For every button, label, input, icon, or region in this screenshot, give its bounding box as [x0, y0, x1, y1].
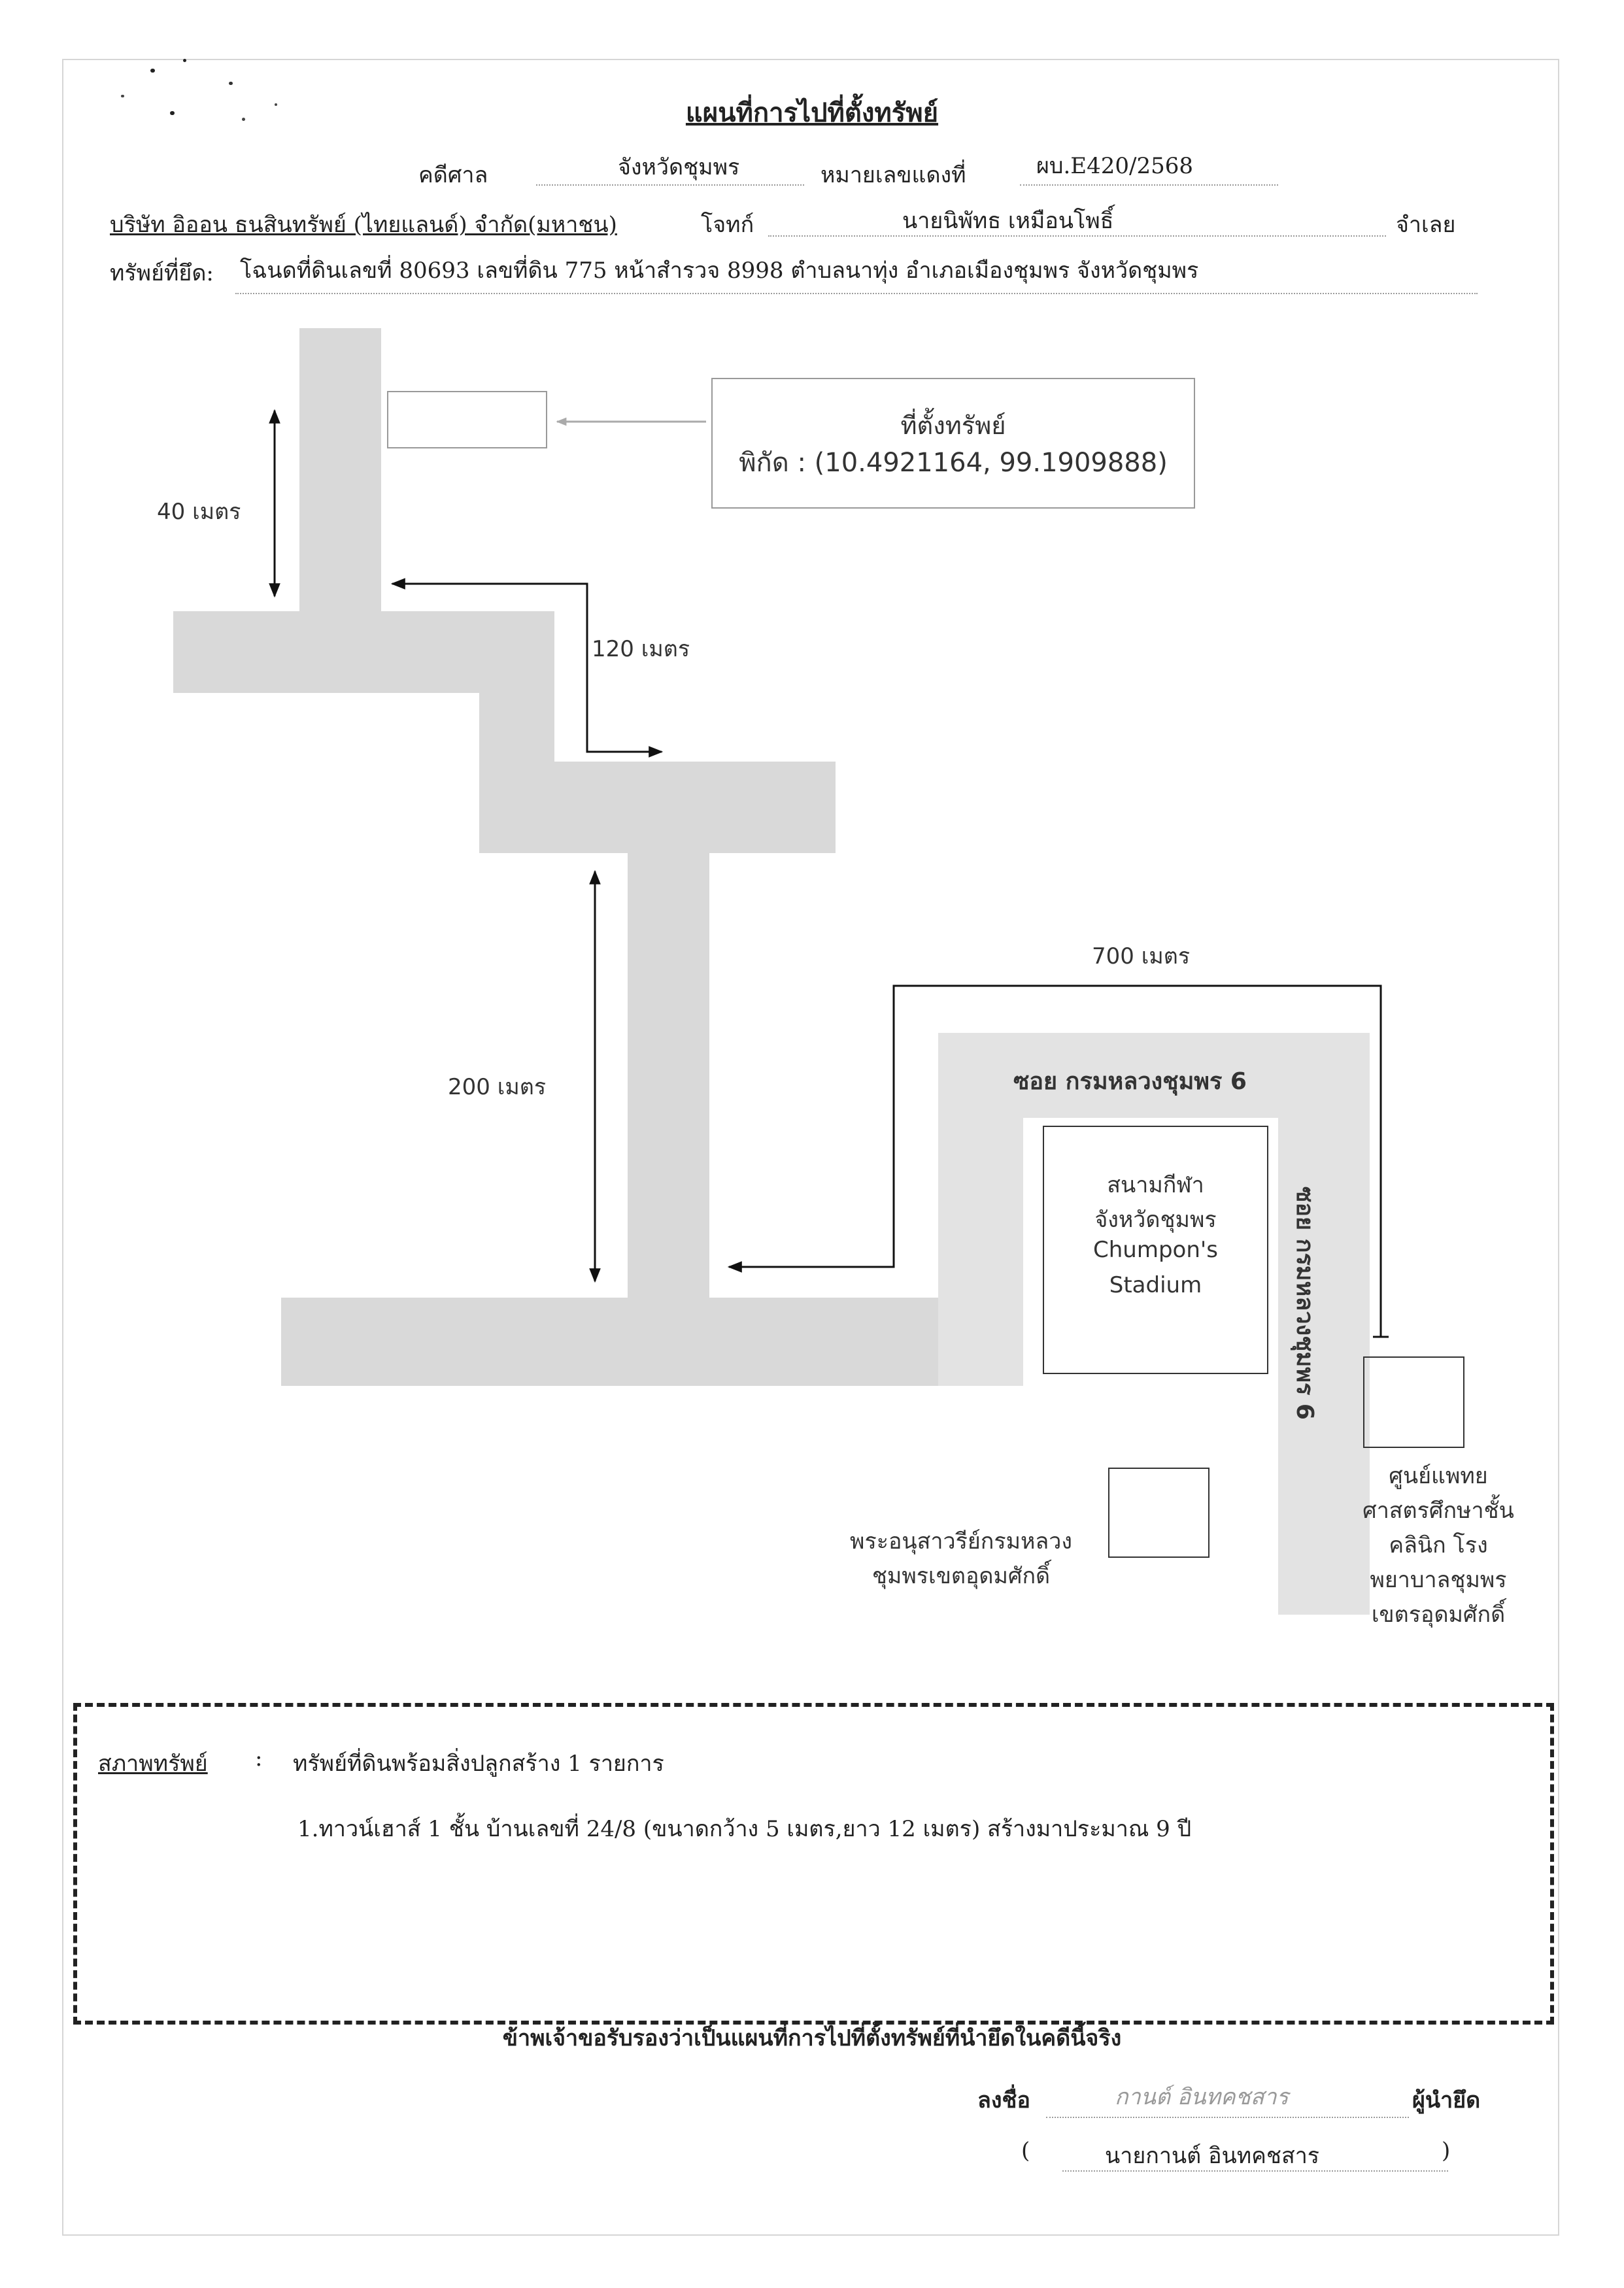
case-number-dotline — [1020, 184, 1278, 186]
hospital-label-line1: ศูนย์แพทย — [1389, 1463, 1488, 1489]
defendant-label: จำเลย — [1396, 212, 1456, 238]
plaintiff-label: โจทก์ — [701, 212, 754, 238]
open-paren: ( — [1021, 2138, 1030, 2164]
signer-role: ผู้นำยึด — [1412, 2087, 1481, 2113]
scan-marks — [78, 46, 277, 137]
plaintiff-name: บริษัท อิออน ธนสินทรัพย์ (ไทยแลนด์) จำกั… — [110, 212, 617, 238]
sign-label: ลงชื่อ — [977, 2087, 1030, 2113]
certification-text: ข้าพเจ้าขอรับรองว่าเป็นแผนที่การไปที่ตั้… — [502, 2025, 1122, 2051]
road-long-vertical — [628, 847, 709, 1304]
road-step-vertical — [479, 686, 554, 768]
court-value: จังหวัดชุมพร — [618, 154, 740, 180]
case-number-label: หมายเลขแดงที่ — [820, 162, 966, 188]
case-number-value: ผบ.E420/2568 — [1036, 153, 1194, 179]
soi-left-vertical-road — [938, 1111, 1023, 1386]
distance-40m-label: 40 เมตร — [157, 499, 241, 525]
hospital-box — [1363, 1356, 1464, 1448]
soi-right-vertical-road — [1278, 1111, 1370, 1615]
condition-summary: ทรัพย์ที่ดินพร้อมสิ่งปลูกสร้าง 1 รายการ — [293, 1751, 664, 1777]
soi-horizontal-road — [938, 1033, 1370, 1118]
property-box — [387, 391, 547, 448]
condition-box — [73, 1703, 1554, 2025]
stadium-label-line2: จังหวัดชุมพร — [1094, 1207, 1217, 1233]
seized-label: ทรัพย์ที่ยึด: — [110, 260, 214, 286]
page-border — [62, 59, 1559, 2236]
arrow-120m — [390, 578, 660, 753]
road-upper-horizontal — [173, 611, 554, 693]
stadium-label-line3: Chumpon's — [1093, 1237, 1218, 1263]
stadium-label-line4: Stadium — [1109, 1272, 1202, 1298]
road-middle-horizontal — [479, 762, 836, 853]
hospital-label-line5: เขตรอุดมศักดิ์ — [1371, 1602, 1506, 1628]
printed-name: นายกานต์ อินทคชสาร — [1105, 2143, 1320, 2169]
distance-200m-label: 200 เมตร — [448, 1074, 547, 1100]
court-dotline — [536, 184, 804, 186]
distance-700m-label: 700 เมตร — [1092, 943, 1191, 969]
signature: กานต์ อินทคชสาร — [1115, 2084, 1289, 2110]
arrow-700m — [727, 984, 1389, 1338]
distance-120m-label: 120 เมตร — [592, 636, 690, 662]
hospital-label-line2: ศาสตรศึกษาชั้น — [1362, 1498, 1514, 1524]
monument-box — [1108, 1468, 1210, 1558]
condition-label: สภาพทรัพย์ — [98, 1751, 208, 1777]
seized-value: โฉนดที่ดินเลขที่ 80693 เลขที่ดิน 775 หน้… — [240, 258, 1199, 284]
defendant-dotline — [768, 235, 1386, 237]
monument-label-line1: พระอนุสาวรีย์กรมหลวง — [850, 1528, 1072, 1555]
hospital-label-line3: คลินิก โรง — [1389, 1532, 1488, 1558]
seized-dotline — [235, 293, 1478, 294]
road-bottom-horizontal — [281, 1298, 1023, 1386]
signature-dotline — [1046, 2117, 1409, 2118]
monument-label-line2: ชุมพรเขตอุดมศักดิ์ — [871, 1563, 1051, 1589]
location-label: ที่ตั้งทรัพย์ — [900, 411, 1006, 440]
stadium-box — [1043, 1126, 1268, 1374]
location-callout — [711, 378, 1195, 509]
defendant-name: นายนิพัทธ เหมือนโพธิ์ — [902, 208, 1114, 234]
road-upper-vertical — [299, 328, 381, 616]
condition-colon: : — [255, 1745, 263, 1772]
close-paren: ) — [1442, 2138, 1451, 2164]
page-title: แผนที่การไปที่ตั้งทรัพย์ — [685, 97, 939, 128]
condition-item-1: 1.ทาวน์เฮาส์ 1 ชั้น บ้านเลขที่ 24/8 (ขนา… — [297, 1816, 1192, 1842]
hospital-label-line4: พยาบาลชุมพร — [1370, 1567, 1507, 1593]
stadium-label-line1: สนามกีฬา — [1107, 1172, 1204, 1198]
location-coordinates: พิกัด : (10.4921164, 99.1909888) — [739, 448, 1168, 478]
court-label: คดีศาล — [418, 162, 488, 188]
soi-horizontal-label: ซอย กรมหลวงชุมพร 6 — [1013, 1068, 1247, 1095]
printed-name-dotline — [1062, 2170, 1448, 2172]
